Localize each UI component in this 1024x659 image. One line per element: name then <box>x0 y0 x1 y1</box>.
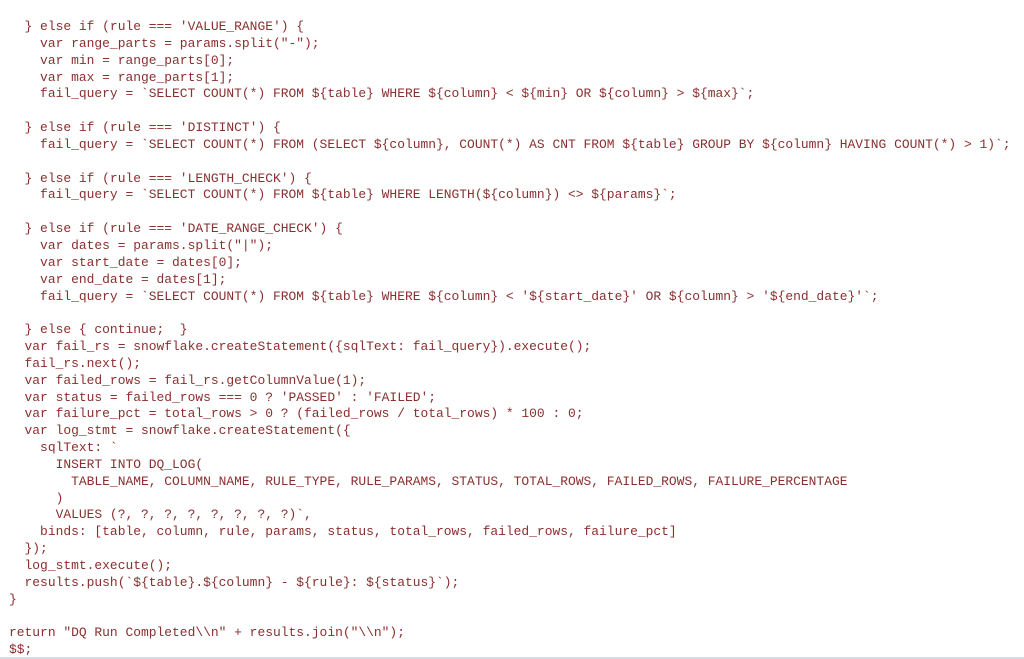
code-line <box>9 305 1024 322</box>
code-line: } else if (rule === 'VALUE_RANGE') { <box>9 19 305 34</box>
code-line: var range_parts = params.split("-"); <box>9 35 320 51</box>
code-line <box>9 103 1024 120</box>
code-editor[interactable]: } else if (rule === 'VALUE_RANGE') { var… <box>9 19 1024 659</box>
code-line: log_stmt.execute(); <box>9 558 173 573</box>
code-line: binds: [table, column, rule, params, sta… <box>9 524 677 540</box>
code-line <box>9 204 1024 221</box>
code-line: var min = range_parts[0]; <box>9 52 235 68</box>
code-line: } else { continue; } <box>9 322 188 338</box>
code-line: var failed_rows = fail_rs.getColumnValue… <box>9 372 367 388</box>
editor-bottom-border <box>0 657 1024 659</box>
code-line: fail_query = `SELECT COUNT(*) FROM ${tab… <box>9 86 755 102</box>
code-line: ) <box>9 490 64 506</box>
code-line: sqlText: ` <box>9 440 118 456</box>
code-line: } else if (rule === 'DATE_RANGE_CHECK') … <box>9 221 343 237</box>
code-line: } <box>9 591 17 607</box>
code-line: fail_query = `SELECT COUNT(*) FROM ${tab… <box>9 187 677 203</box>
code-line: } else if (rule === 'DISTINCT') { <box>9 120 281 136</box>
code-line: var max = range_parts[1]; <box>9 69 235 85</box>
code-line: var start_date = dates[0]; <box>9 254 242 270</box>
code-line: } else if (rule === 'LENGTH_CHECK') { <box>9 170 312 186</box>
code-line: results.push(`${table}.${column} - ${rul… <box>9 574 460 590</box>
code-line: return "DQ Run Completed\\n" + results.j… <box>9 625 405 641</box>
code-line: var failure_pct = total_rows > 0 ? (fail… <box>9 406 584 422</box>
code-line <box>9 609 1024 626</box>
code-line: fail_query = `SELECT COUNT(*) FROM ${tab… <box>9 288 879 304</box>
code-line: VALUES (?, ?, ?, ?, ?, ?, ?, ?)`, <box>9 507 312 523</box>
code-line: var status = failed_rows === 0 ? 'PASSED… <box>9 389 437 405</box>
code-line: INSERT INTO DQ_LOG( <box>9 456 204 472</box>
code-line: var dates = params.split("|"); <box>9 237 273 253</box>
code-line: }); <box>9 541 48 557</box>
code-line: var fail_rs = snowflake.createStatement(… <box>9 339 592 355</box>
code-line <box>9 154 1024 171</box>
code-line: $$; <box>9 642 33 658</box>
code-line: TABLE_NAME, COLUMN_NAME, RULE_TYPE, RULE… <box>9 473 848 489</box>
code-line: fail_rs.next(); <box>9 355 141 371</box>
code-line: fail_query = `SELECT COUNT(*) FROM (SELE… <box>9 136 1011 152</box>
code-line: var end_date = dates[1]; <box>9 271 227 287</box>
code-line: var log_stmt = snowflake.createStatement… <box>9 423 351 439</box>
